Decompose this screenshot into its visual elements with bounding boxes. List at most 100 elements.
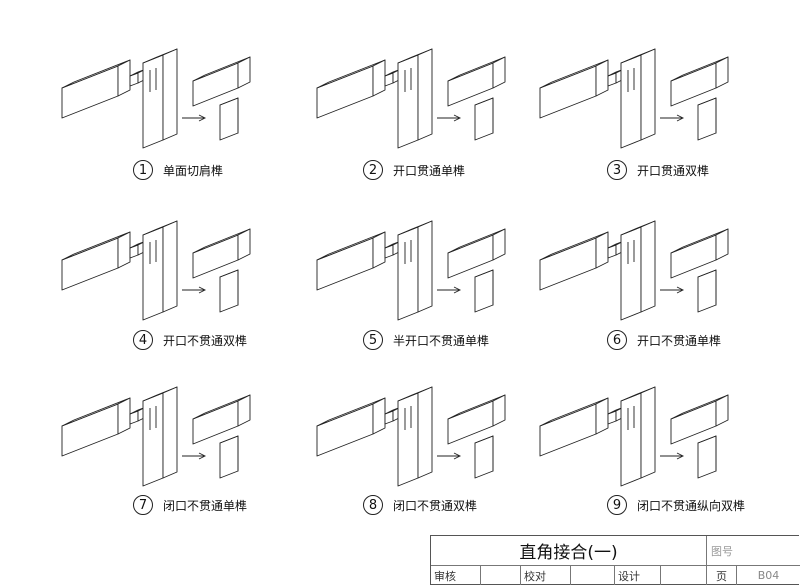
mortise-slot: [404, 68, 412, 92]
assembled-rail-front: [192, 62, 239, 107]
mortise-slot: [149, 406, 157, 430]
joint-drawing-4: [61, 220, 251, 321]
joint-caption: 7 闭口不贯通单榫: [133, 495, 247, 515]
mortise-post-front: [620, 392, 642, 487]
drawing-title: 直角接合(一): [431, 536, 707, 566]
tenon-beam-front: [61, 403, 119, 457]
joint-number: 8: [363, 495, 383, 515]
assembled-rail-side: [492, 56, 506, 89]
mortise-post-side: [162, 48, 178, 141]
joint-number: 4: [133, 330, 153, 350]
assembled-rail-front: [670, 234, 717, 279]
joint-caption: 3 开口贯通双榫: [607, 160, 709, 180]
mortise-post-side: [162, 220, 178, 313]
joint-label: 单面切肩榫: [163, 163, 224, 178]
mortise-post-front: [397, 226, 419, 321]
mortise-slot: [627, 240, 635, 264]
check-value: [571, 566, 615, 585]
joint-number: 3: [607, 160, 627, 180]
design-value: [661, 566, 707, 585]
assembled-rail-side: [715, 228, 729, 261]
joint-label: 开口贯通双榫: [637, 163, 710, 178]
joint-drawing-6: [539, 220, 729, 321]
joint-label: 开口贯通单榫: [393, 163, 466, 178]
assembled-rail-side: [492, 228, 506, 261]
joint-caption: 2 开口贯通单榫: [363, 160, 465, 180]
joint-number: 9: [607, 495, 627, 515]
arrow-icon: [660, 452, 685, 460]
mortise-post-side: [640, 386, 656, 479]
tenon-beam-front: [316, 237, 374, 291]
mortise-post-front: [142, 226, 164, 321]
assembled-rail-front: [447, 62, 494, 107]
tenon-beam-front: [316, 65, 374, 119]
joint-number: 2: [363, 160, 383, 180]
joint-drawing-3: [539, 48, 729, 149]
joint-label: 半开口不贯通单榫: [393, 333, 490, 348]
assembled-rail-side: [237, 56, 251, 89]
mortise-post-front: [397, 54, 419, 149]
review-label: 审核: [431, 566, 481, 585]
assembled-rail-side: [237, 228, 251, 261]
assembled-rail-side: [237, 394, 251, 427]
page-label: 页: [707, 566, 737, 585]
tenon-beam-front: [61, 65, 119, 119]
mortise-slot: [627, 406, 635, 430]
tenon-beam-side: [595, 59, 609, 97]
mortise-post-front: [620, 54, 642, 149]
mortise-post-front: [142, 392, 164, 487]
review-value: [481, 566, 521, 585]
joint-label: 闭口不贯通双榫: [393, 498, 478, 513]
tenon-beam-side: [372, 59, 386, 97]
joint-drawing-5: [316, 220, 506, 321]
assembled-rail-front: [192, 400, 239, 445]
mortise-slot: [149, 240, 157, 264]
assembled-rail-front: [670, 62, 717, 107]
tenon-beam-side: [595, 231, 609, 269]
joint-number: 1: [133, 160, 153, 180]
mortise-slot: [404, 240, 412, 264]
joint-label: 闭口不贯通纵向双榫: [637, 498, 746, 513]
assembled-rail-side: [715, 394, 729, 427]
tenon-beam-front: [539, 65, 597, 119]
assembled-rail-front: [670, 400, 717, 445]
arrow-icon: [437, 114, 462, 122]
mortise-post-front: [142, 54, 164, 149]
tenon-beam-front: [61, 237, 119, 291]
mortise-post-side: [640, 48, 656, 141]
arrow-icon: [182, 452, 207, 460]
tenon-beam-side: [372, 397, 386, 435]
joint-label: 闭口不贯通单榫: [163, 498, 248, 513]
joint-number: 7: [133, 495, 153, 515]
title-block: 直角接合(一) 图号 审核 校对 设计 页 B04: [430, 535, 800, 585]
assembled-rail-front: [192, 234, 239, 279]
tenon-beam-side: [117, 59, 131, 97]
page-value: B04: [757, 569, 780, 582]
arrow-icon: [437, 452, 462, 460]
design-label: 设计: [615, 566, 661, 585]
arrow-icon: [437, 286, 462, 294]
assembled-rail-front: [447, 400, 494, 445]
drawing-number-label: 图号: [707, 536, 800, 566]
mortise-post-side: [417, 220, 433, 313]
arrow-icon: [182, 114, 207, 122]
joint-drawing-8: [316, 386, 506, 487]
mortise-post-side: [417, 48, 433, 141]
mortise-post-front: [620, 226, 642, 321]
tenon-beam-side: [595, 397, 609, 435]
joint-caption: 4 开口不贯通双榫: [133, 330, 247, 350]
assembled-rail-front: [447, 234, 494, 279]
arrow-icon: [660, 114, 685, 122]
tenon-beam-front: [539, 403, 597, 457]
assembled-rail-side: [492, 394, 506, 427]
joint-label: 开口不贯通双榫: [163, 333, 248, 348]
joint-drawing-9: [539, 386, 729, 487]
joint-caption: 9 闭口不贯通纵向双榫: [607, 495, 745, 515]
joint-caption: 8 闭口不贯通双榫: [363, 495, 477, 515]
mortise-slot: [149, 68, 157, 92]
tenon-beam-front: [539, 237, 597, 291]
tenon-beam-side: [117, 231, 131, 269]
